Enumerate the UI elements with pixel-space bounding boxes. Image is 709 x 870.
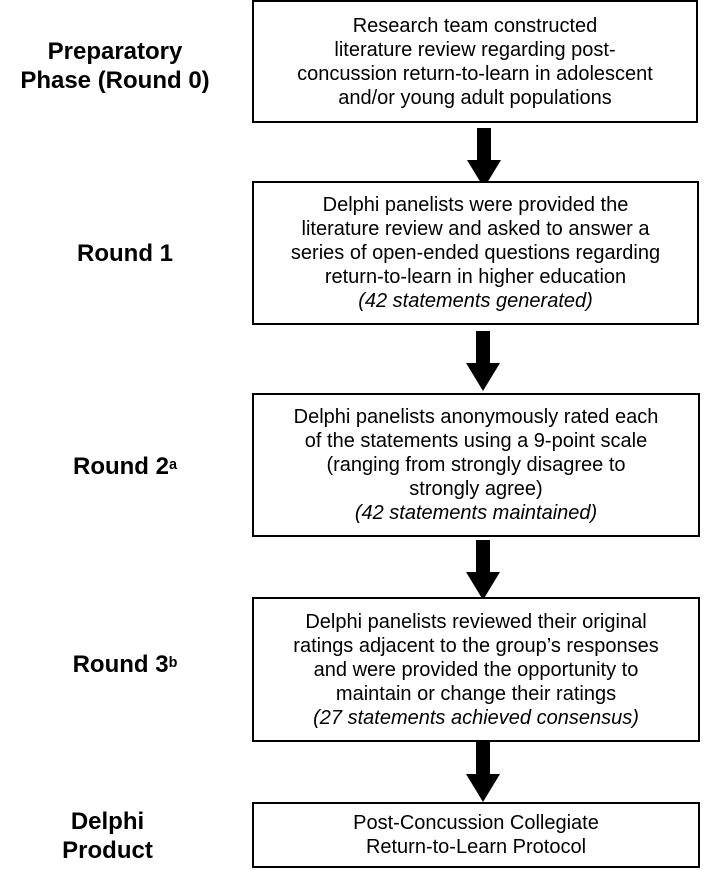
box-text-line: maintain or change their ratings <box>335 682 617 705</box>
phase-label-line: Phase (Round 0) <box>20 66 210 94</box>
flow-box-delphi-product: Post-Concussion Collegiate Return-to-Lea… <box>252 802 700 868</box>
box-text-line: of the statements using a 9-point scale <box>304 430 648 452</box>
box-text-line: strongly agree) <box>409 478 543 500</box>
phase-label-text: Round 1 <box>77 240 173 267</box>
phase-label-delphi-product: Delphi Product <box>0 808 215 866</box>
phase-label-line: Product <box>62 836 153 864</box>
box-text-line: ratings adjacent to the group’s response… <box>293 634 659 657</box>
down-arrow-icon <box>466 331 500 391</box>
phase-label-round-1: Round 1 <box>0 240 250 269</box>
phase-label-round-3: Round 3b <box>0 651 250 680</box>
down-arrow-icon <box>466 742 500 802</box>
box-statement-count: (42 statements maintained) <box>354 502 598 524</box>
box-text-line: Delphi panelists anonymously rated each <box>293 406 659 428</box>
footnote-marker: b <box>168 654 178 671</box>
footnote-marker: a <box>168 456 177 473</box>
phase-label-text: Round 2 <box>72 453 169 480</box>
box-text-line: Return-to-Learn Protocol <box>365 836 587 858</box>
box-text-line: Post-Concussion Collegiate <box>353 812 599 834</box>
box-statement-count: (42 statements generated) <box>358 290 593 312</box>
flow-box-round-2: Delphi panelists anonymously rated each … <box>252 393 700 537</box>
phase-label-line: Delphi <box>70 808 145 835</box>
box-text-line: Delphi panelists were provided the <box>322 194 629 216</box>
box-text-line: literature review regarding post- <box>334 38 616 61</box>
phase-label-round-2: Round 2a <box>0 453 250 482</box>
box-text-line: concussion return-to-learn in adolescent <box>297 62 653 85</box>
box-text-line: and/or young adult populations <box>338 86 612 109</box>
phase-label-line: Preparatory <box>47 38 183 65</box>
box-statement-count: (27 statements achieved consensus) <box>313 706 639 729</box>
flow-box-preparatory: Research team constructed literature rev… <box>252 0 698 123</box>
phase-label-preparatory: Preparatory Phase (Round 0) <box>0 38 230 96</box>
phase-label-text: Round 3 <box>72 651 169 678</box>
box-text-line: literature review and asked to answer a <box>301 218 650 240</box>
down-arrow-icon <box>466 540 500 600</box>
box-text-line: Research team constructed <box>352 14 598 37</box>
box-text-line: return-to-learn in higher education <box>324 266 627 288</box>
down-arrow-icon <box>467 128 501 188</box>
box-text-line: series of open-ended questions regarding <box>290 242 661 264</box>
box-text-line: and were provided the opportunity to <box>313 658 639 681</box>
flow-box-round-1: Delphi panelists were provided the liter… <box>252 181 699 325</box>
flow-box-round-3: Delphi panelists reviewed their original… <box>252 597 700 742</box>
box-text-line: Delphi panelists reviewed their original <box>305 610 647 633</box>
box-text-line: (ranging from strongly disagree to <box>326 454 626 476</box>
